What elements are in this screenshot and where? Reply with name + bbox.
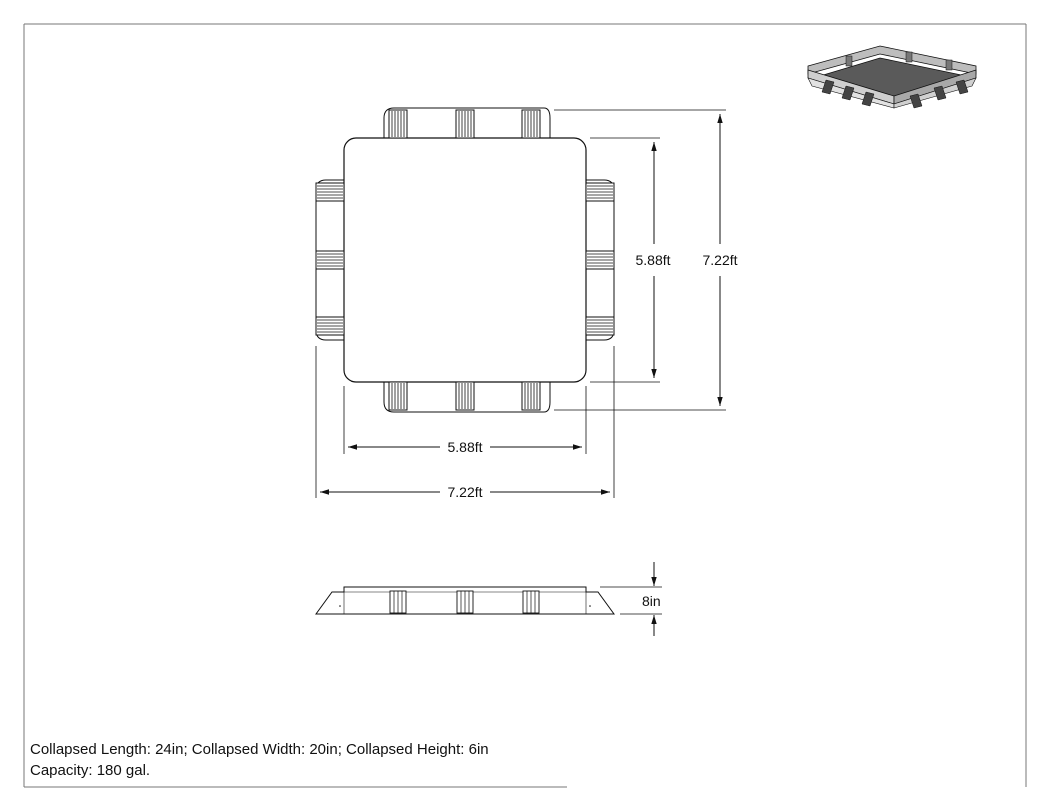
isometric-view-icon: [807, 45, 977, 109]
dim-label-width-inner: 5.88ft: [447, 439, 482, 455]
side-view: [315, 586, 615, 615]
dim-label-width-outer: 7.22ft: [447, 484, 482, 500]
dimension-height-outer: 7.22ft: [554, 109, 738, 411]
dim-label-side-height: 8in: [642, 593, 661, 609]
side-clip: [389, 590, 407, 614]
top-view: [315, 107, 615, 413]
side-clip: [456, 590, 474, 614]
collapsed-dimensions-note: Collapsed Length: 24in; Collapsed Width:…: [30, 741, 489, 758]
dimension-side-height: 8in: [600, 562, 662, 636]
containment-floor: [343, 137, 587, 383]
dimension-width-inner: 5.88ft: [343, 386, 587, 455]
dimension-height-inner: 5.88ft: [590, 137, 671, 383]
dim-label-height-inner: 5.88ft: [635, 252, 670, 268]
sheet-border: [23, 23, 1027, 788]
drawing-notes: Collapsed Length: 24in; Collapsed Width:…: [30, 739, 489, 781]
capacity-note: Capacity: 180 gal.: [30, 762, 151, 779]
dim-label-height-outer: 7.22ft: [702, 252, 737, 268]
side-clip: [522, 590, 540, 614]
dimension-width-outer: 7.22ft: [315, 346, 615, 500]
